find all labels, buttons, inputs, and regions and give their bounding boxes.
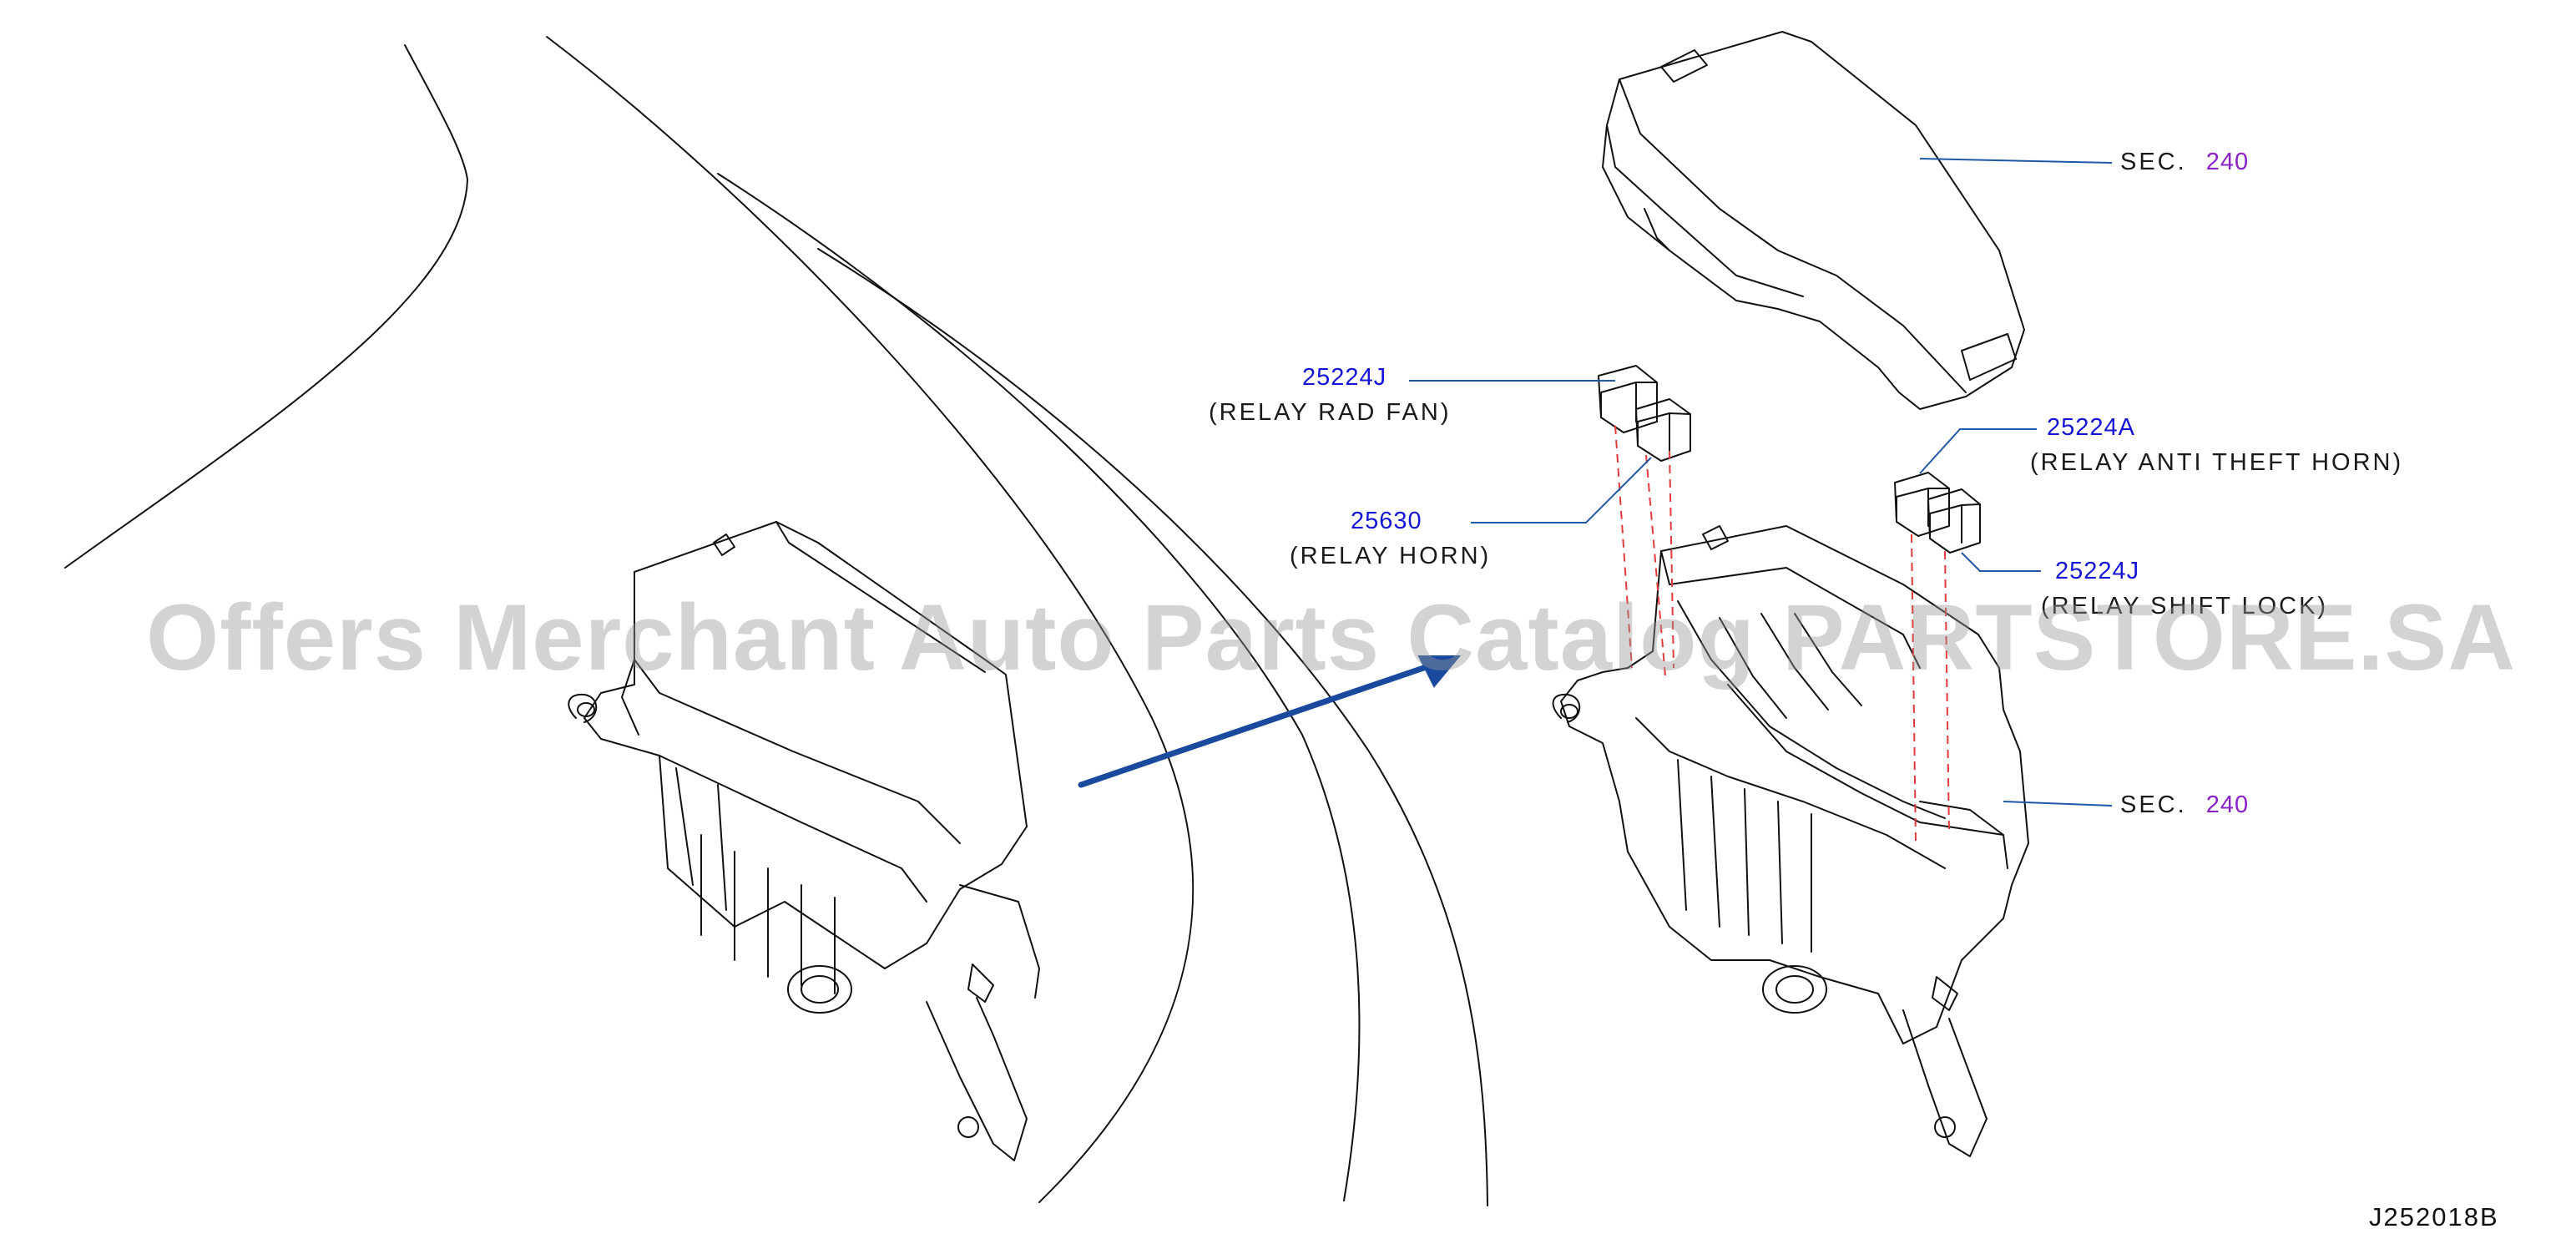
fuse-box-body bbox=[1552, 525, 2029, 1157]
callout-relay-horn-desc: (RELAY HORN) bbox=[1290, 543, 1492, 569]
relay-rad-fan bbox=[1598, 365, 1658, 433]
callout-relay-horn[interactable]: 25630 bbox=[1351, 509, 1422, 534]
sec-number[interactable]: 240 bbox=[2205, 149, 2250, 175]
relay-shift-lock bbox=[1927, 488, 1981, 554]
body-outline-curve bbox=[817, 248, 1488, 1206]
part-number-25224j-rad-fan[interactable]: 25224J bbox=[1302, 364, 1387, 391]
leader-line bbox=[1919, 158, 2113, 164]
fuse-box-cover bbox=[1602, 31, 2025, 410]
sec-number[interactable]: 240 bbox=[2205, 791, 2250, 818]
transfer-arrow bbox=[1078, 655, 1462, 788]
dashed-guide-line bbox=[1669, 450, 1674, 669]
body-outline-curve bbox=[717, 173, 1361, 1201]
dashed-guide-line bbox=[1944, 550, 1950, 836]
callout-sec-top[interactable]: SEC. 240 bbox=[2120, 150, 2249, 174]
sec-prefix: SEC. bbox=[2120, 791, 2187, 818]
leader-line bbox=[2003, 801, 2113, 807]
watermark-text: Offers Merchant Auto Parts Catalog PARTS… bbox=[146, 585, 2517, 690]
fuse-box-assembled bbox=[568, 521, 1040, 1161]
callout-relay-shift-lock-desc: (RELAY SHIFT LOCK) bbox=[2041, 593, 2329, 620]
relay-horn bbox=[1635, 398, 1691, 462]
part-number-25224j-shift-lock[interactable]: 25224J bbox=[2055, 558, 2140, 584]
sec-prefix: SEC. bbox=[2120, 149, 2187, 175]
dashed-guide-line bbox=[1614, 425, 1633, 669]
dashed-guide-line bbox=[1911, 534, 1917, 844]
callout-relay-rad-fan[interactable]: 25224J bbox=[1302, 366, 1386, 390]
illustration-id: J252018B bbox=[2369, 1202, 2499, 1231]
callout-relay-rad-fan-desc: (RELAY RAD FAN) bbox=[1209, 399, 1452, 426]
dashed-guide-line bbox=[1645, 454, 1666, 677]
relay-anti-theft-horn bbox=[1894, 472, 1950, 537]
body-outline-curve bbox=[64, 44, 468, 569]
leader-line bbox=[1919, 428, 2037, 474]
callout-relay-anti-theft-horn-desc: (RELAY ANTI THEFT HORN) bbox=[2030, 449, 2404, 476]
callout-relay-shift-lock[interactable]: 25224J bbox=[2055, 559, 2139, 584]
body-outline-curve bbox=[546, 36, 1195, 1203]
leader-line bbox=[1961, 552, 2041, 572]
leader-line bbox=[1471, 457, 1652, 523]
part-number-25630[interactable]: 25630 bbox=[1351, 508, 1422, 534]
callout-relay-anti-theft-horn[interactable]: 25224A bbox=[2047, 416, 2135, 440]
part-number-25224a[interactable]: 25224A bbox=[2047, 414, 2135, 441]
callout-sec-bottom[interactable]: SEC. 240 bbox=[2120, 793, 2249, 817]
